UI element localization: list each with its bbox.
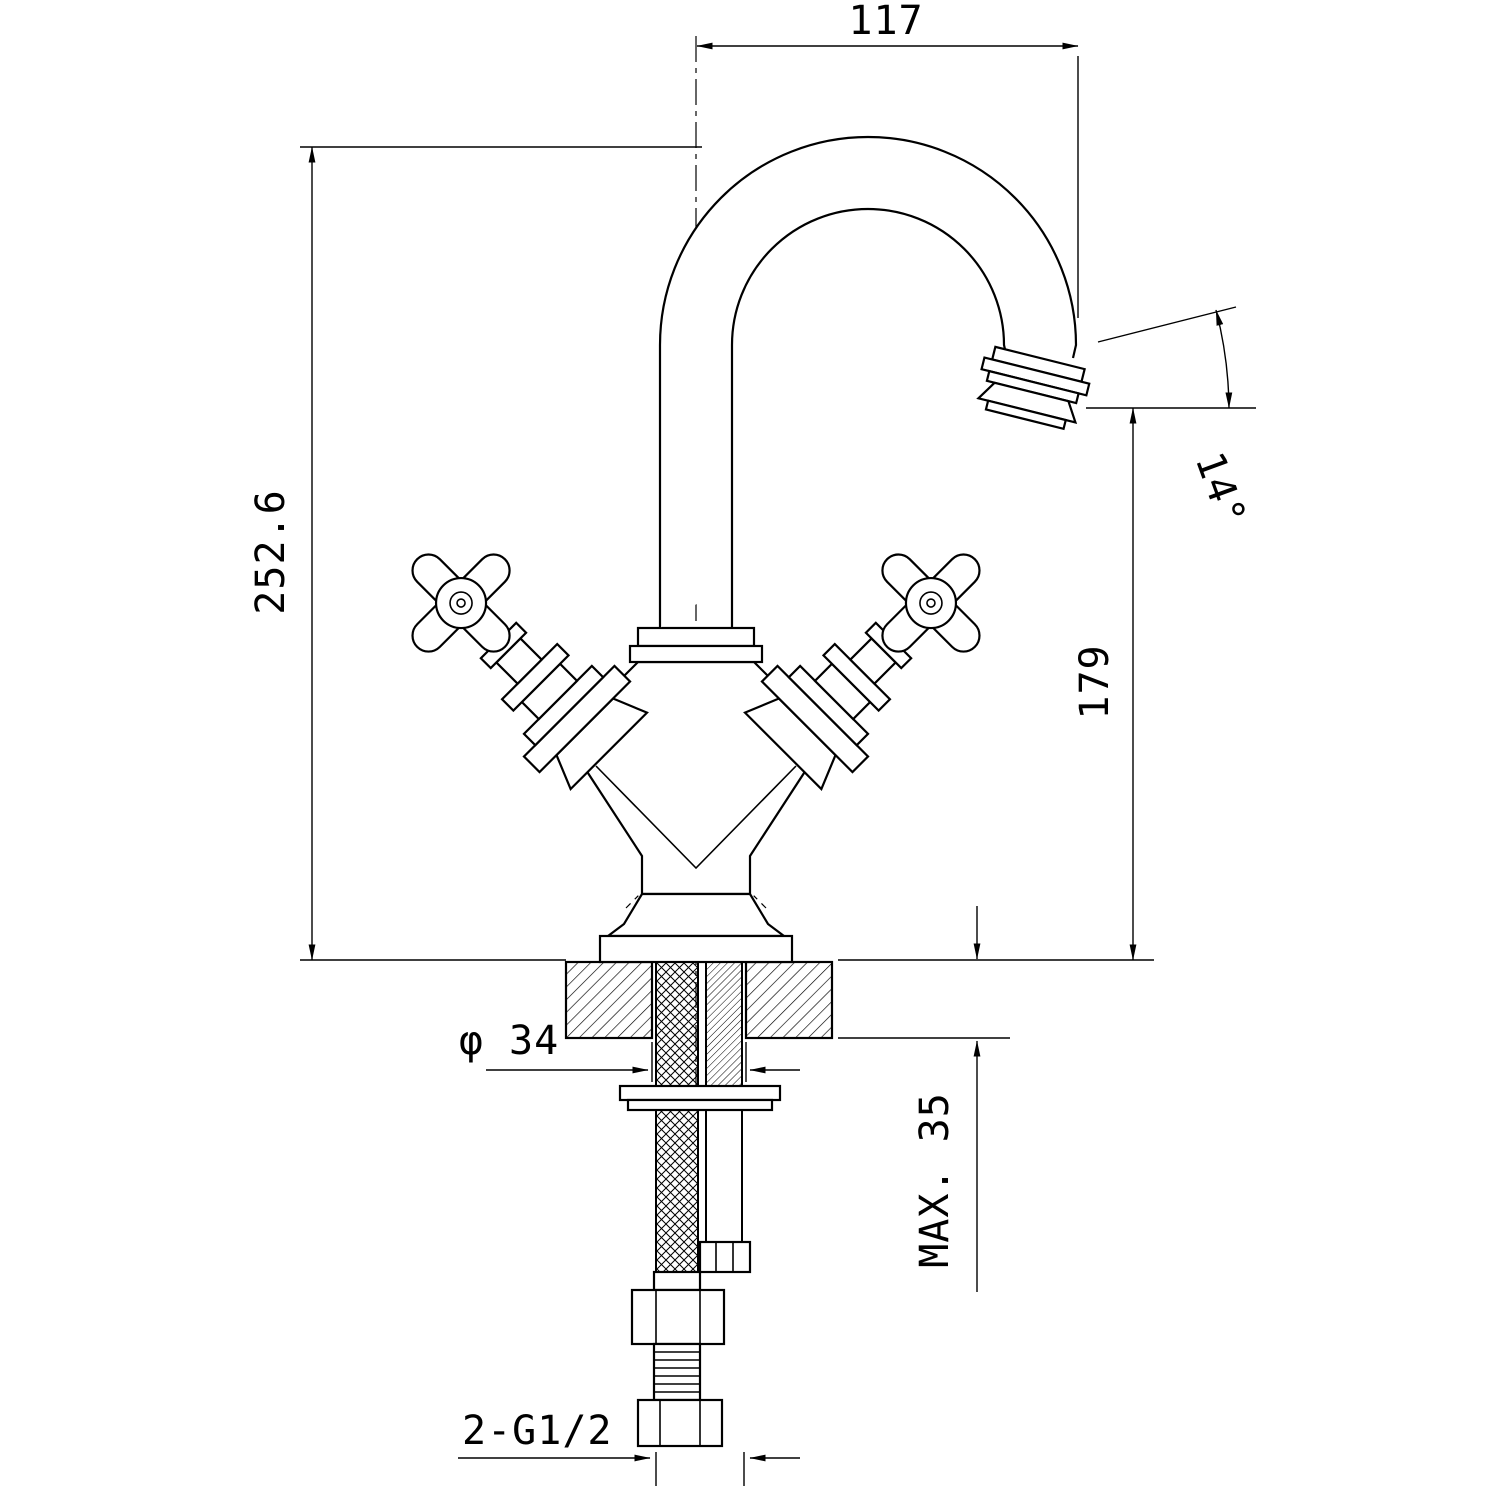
- dim-outlet-height-label: 179: [1072, 644, 1118, 719]
- washer: [618, 1084, 782, 1102]
- dim-deck-thickness-label: MAX. 35: [912, 1092, 958, 1268]
- base-plate: [598, 934, 794, 964]
- dim-spout-reach-label: 117: [848, 0, 923, 44]
- dim-hole-diameter-label: φ 34: [459, 1018, 559, 1064]
- spout-outlet: [976, 345, 1091, 431]
- dim-spout-angle-label: 14°: [1186, 446, 1255, 532]
- dim-deck-thickness: MAX. 35: [838, 906, 1010, 1292]
- spout: [658, 135, 1091, 628]
- pipe-nut: [698, 1240, 752, 1274]
- dim-spout-angle: 14°: [1086, 306, 1256, 533]
- supply-hoses: [618, 961, 782, 1448]
- dim-inlet-thread-label: 2-G1/2: [462, 1408, 613, 1454]
- dim-outlet-height: 179: [838, 407, 1154, 961]
- dim-hole-diameter: φ 34: [459, 1018, 800, 1082]
- dim-overall-height-label: 252.6: [248, 489, 294, 614]
- hose-connector: [630, 1270, 726, 1448]
- dim-inlet-thread: 2-G1/2: [458, 1408, 800, 1486]
- mounting-deck: [564, 960, 834, 1040]
- dim-spout-reach: 117: [696, 0, 1079, 318]
- dim-overall-height: 252.6: [248, 146, 702, 961]
